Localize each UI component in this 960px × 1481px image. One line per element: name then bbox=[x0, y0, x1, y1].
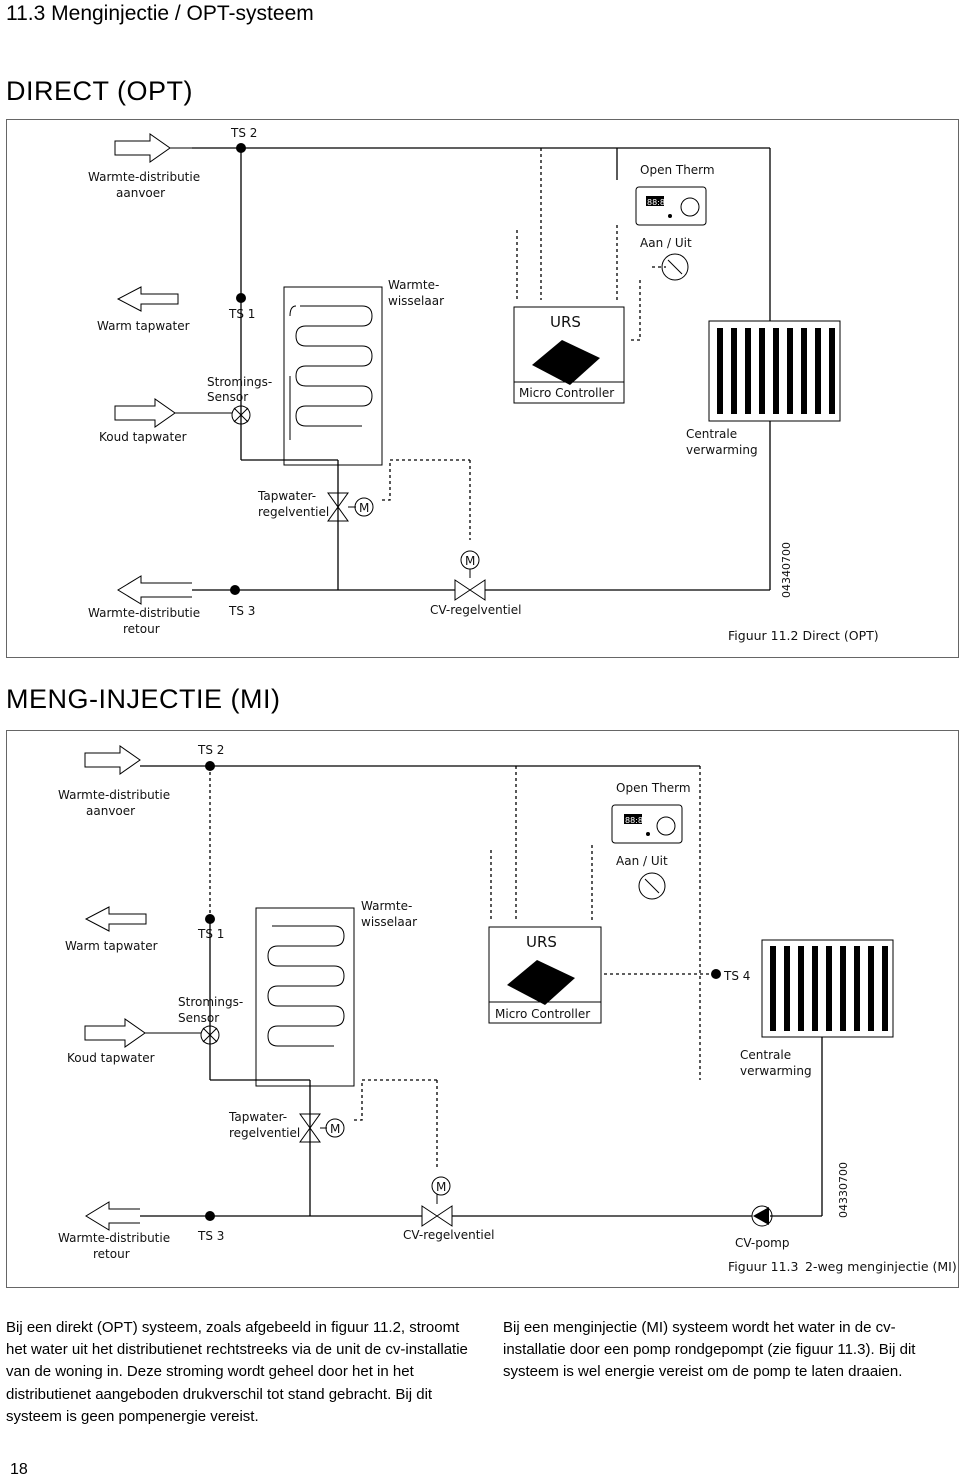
open-therm-label: Open Therm bbox=[640, 163, 715, 177]
urs-controller-icon-mi bbox=[488, 926, 602, 1024]
flow-sensor-label: Stromings- bbox=[207, 375, 272, 389]
section-heading-direct: DIRECT (OPT) bbox=[6, 76, 193, 106]
cold-tapwater-arrow-icon-mi bbox=[84, 1018, 201, 1048]
flow-sensor-label-mi: Stromings- bbox=[178, 995, 243, 1009]
supply-label-mi: Warmte-distributie bbox=[58, 788, 170, 802]
urs-label-mi: URS bbox=[526, 933, 557, 951]
page-number: 18 bbox=[10, 1461, 28, 1478]
figure-caption-mi-text: 2-weg menginjectie (MI) bbox=[805, 1259, 957, 1274]
return-label-2: retour bbox=[123, 622, 160, 636]
tapwater-valve-motor-mi: M bbox=[330, 1122, 340, 1136]
open-therm-thermostat-icon: 88:8 bbox=[635, 186, 707, 226]
hot-tapwater-label-mi: Warm tapwater bbox=[65, 939, 158, 953]
hx-label-mi-2: wisselaar bbox=[361, 915, 417, 929]
hot-tapwater-arrow-icon-mi bbox=[84, 906, 147, 932]
onoff-switch-icon-mi bbox=[638, 872, 666, 900]
onoff-label-mi: Aan / Uit bbox=[616, 854, 668, 868]
tapwater-valve-label-mi: Tapwater- bbox=[228, 1110, 287, 1124]
cold-tapwater-label: Koud tapwater bbox=[99, 430, 187, 444]
drawing-code-direct: 04340700 bbox=[780, 542, 793, 598]
central-heating-label-mi-2: verwarming bbox=[740, 1064, 812, 1078]
ts1-label-mi: TS 1 bbox=[197, 927, 224, 941]
onoff-switch-icon bbox=[661, 253, 689, 281]
ts1-label: TS 1 bbox=[228, 307, 255, 321]
heat-exchanger-icon-mi bbox=[255, 907, 355, 1087]
central-heating-radiator-icon bbox=[708, 320, 841, 422]
figure-mi-frame bbox=[6, 730, 959, 1288]
return-label-mi: Warmte-distributie bbox=[58, 1231, 170, 1245]
drawing-code-mi: 04330700 bbox=[837, 1162, 850, 1218]
ts4-label: TS 4 bbox=[723, 969, 750, 983]
cv-pump-icon bbox=[751, 1205, 773, 1227]
ts3-label: TS 3 bbox=[228, 604, 255, 618]
ts2-label-mi: TS 2 bbox=[197, 743, 224, 757]
ts2-label: TS 2 bbox=[230, 126, 257, 140]
cv-valve-icon-mi: M bbox=[421, 1176, 453, 1227]
ts3-label-mi: TS 3 bbox=[197, 1229, 224, 1243]
hot-tapwater-arrow-icon bbox=[116, 286, 179, 312]
body-text-left: Bij een direkt (OPT) systeem, zoals afge… bbox=[6, 1319, 468, 1425]
supply-label-mi-2: aanvoer bbox=[86, 804, 135, 818]
open-therm-label-mi: Open Therm bbox=[616, 781, 691, 795]
tapwater-valve-icon: M bbox=[327, 492, 374, 522]
cv-valve-icon: M bbox=[454, 550, 486, 601]
return-arrow-icon-mi bbox=[85, 1201, 140, 1231]
supply-label-2: aanvoer bbox=[116, 186, 165, 200]
central-heating-label-2: verwarming bbox=[686, 443, 758, 457]
tapwater-valve-label-2: regelventiel bbox=[258, 505, 329, 519]
cv-valve-motor: M bbox=[465, 554, 475, 568]
cv-valve-motor-mi: M bbox=[436, 1180, 446, 1194]
flow-sensor-icon bbox=[231, 405, 251, 425]
cv-pump-label: CV-pomp bbox=[735, 1236, 789, 1250]
tapwater-valve-motor: M bbox=[359, 501, 369, 515]
urs-controller-icon bbox=[513, 306, 625, 404]
tapwater-valve-label: Tapwater- bbox=[257, 489, 316, 503]
tapwater-valve-label-mi-2: regelventiel bbox=[229, 1126, 300, 1140]
central-heating-label: Centrale bbox=[686, 427, 737, 441]
return-arrow-icon bbox=[117, 575, 192, 605]
supply-arrow-icon bbox=[114, 133, 192, 163]
hx-label: Warmte- bbox=[388, 278, 439, 292]
central-heating-label-mi: Centrale bbox=[740, 1048, 791, 1062]
micro-controller-label-mi: Micro Controller bbox=[495, 1007, 590, 1021]
cv-valve-label-mi: CV-regelventiel bbox=[403, 1228, 494, 1242]
cold-tapwater-arrow-icon bbox=[114, 398, 232, 428]
cv-valve-label: CV-regelventiel bbox=[430, 603, 521, 617]
flow-sensor-label-2: Sensor bbox=[207, 390, 248, 404]
thermostat-display: 88:8 bbox=[647, 198, 665, 207]
flow-sensor-icon-mi bbox=[200, 1025, 220, 1045]
figure-caption-direct: Figuur 11.2 Direct (OPT) bbox=[728, 628, 879, 643]
return-label: Warmte-distributie bbox=[88, 606, 200, 620]
urs-label: URS bbox=[550, 313, 581, 331]
return-label-mi-2: retour bbox=[93, 1247, 130, 1261]
body-text-right: Bij een menginjectie (MI) systeem wordt … bbox=[503, 1319, 916, 1381]
page-title: 11.3 Menginjectie / OPT-systeem bbox=[6, 2, 314, 25]
heat-exchanger-icon bbox=[283, 286, 383, 466]
open-therm-thermostat-icon-mi: 88:8 bbox=[611, 804, 683, 844]
tapwater-valve-icon-mi: M bbox=[299, 1113, 345, 1143]
onoff-label: Aan / Uit bbox=[640, 236, 692, 250]
section-heading-mi: MENG-INJECTIE (MI) bbox=[6, 684, 281, 714]
thermostat-display-mi: 88:8 bbox=[625, 816, 643, 825]
supply-arrow-icon-mi bbox=[84, 745, 141, 775]
supply-label: Warmte-distributie bbox=[88, 170, 200, 184]
figure-caption-mi-number: Figuur 11.3 bbox=[728, 1259, 798, 1274]
flow-sensor-label-mi-2: Sensor bbox=[178, 1011, 219, 1025]
ts3-sensor-icon-mi bbox=[205, 1211, 215, 1221]
micro-controller-label: Micro Controller bbox=[519, 386, 614, 400]
cold-tapwater-label-mi: Koud tapwater bbox=[67, 1051, 155, 1065]
figure-direct-frame bbox=[6, 119, 959, 658]
hx-label-mi: Warmte- bbox=[361, 899, 412, 913]
hx-label-2: wisselaar bbox=[388, 294, 444, 308]
central-heating-radiator-icon-mi bbox=[761, 939, 894, 1038]
ts4-sensor-icon bbox=[711, 969, 721, 979]
hot-tapwater-label: Warm tapwater bbox=[97, 319, 190, 333]
ts3-sensor-icon bbox=[230, 585, 240, 595]
